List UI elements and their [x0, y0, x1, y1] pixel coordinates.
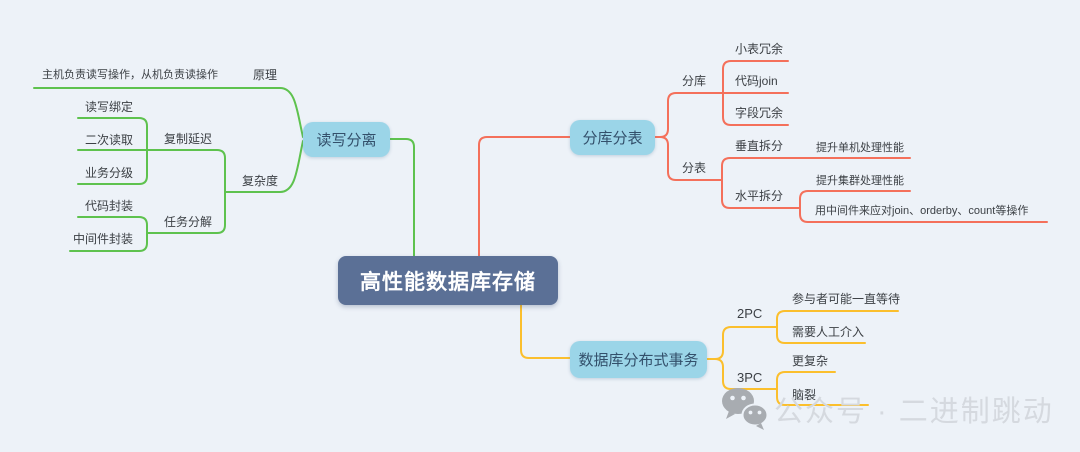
- node-middleware-ops[interactable]: 用中间件来应对join、orderby、count等操作: [815, 205, 1029, 217]
- line-fenbiao: [654, 136, 723, 181]
- node-2pc[interactable]: 2PC: [737, 306, 763, 321]
- line-gengfuza: [776, 371, 836, 390]
- line-root-to-topic-yellow: [520, 304, 571, 359]
- node-horizontal-split[interactable]: 水平拆分: [735, 189, 784, 203]
- line-3pc: [706, 358, 778, 390]
- watermark-text: 公众号 · 二进制跳动: [774, 396, 1054, 428]
- line-canyuzhe: [776, 310, 899, 328]
- line-2pc: [706, 326, 778, 360]
- line-tishengjiqun: [799, 190, 911, 209]
- node-code-join[interactable]: 代码join: [735, 74, 778, 88]
- root-node[interactable]: 高性能数据库存储: [338, 256, 558, 305]
- node-field-redundancy[interactable]: 字段冗余: [735, 106, 784, 120]
- line-zhongjianjianfengzhuang: [69, 232, 148, 252]
- line-yewufenji: [77, 149, 148, 185]
- line-daimafengzhuang: [77, 216, 148, 234]
- line-duxiebangding: [77, 117, 148, 151]
- line-topic-to-root-green: [389, 138, 415, 257]
- node-manual-intervention[interactable]: 需要人工介入: [792, 325, 865, 339]
- node-principle[interactable]: 原理: [253, 68, 278, 82]
- node-fenbiao[interactable]: 分表: [682, 161, 707, 175]
- node-more-complex[interactable]: 更复杂: [792, 354, 829, 368]
- node-small-table-redundancy[interactable]: 小表冗余: [735, 42, 784, 56]
- node-3pc[interactable]: 3PC: [737, 370, 763, 385]
- node-read-write-binding[interactable]: 读写绑定: [85, 100, 134, 114]
- node-business-grading[interactable]: 业务分级: [85, 166, 134, 180]
- node-participant-wait[interactable]: 参与者可能一直等待: [792, 292, 901, 306]
- node-split-brain[interactable]: 脑裂: [792, 388, 817, 402]
- line-ziduanrongyu: [722, 92, 789, 126]
- node-middleware-encapsulation[interactable]: 中间件封装: [73, 232, 134, 246]
- wechat-icon: [722, 388, 769, 430]
- line-chuizhichaifen: [721, 157, 911, 181]
- node-complexity[interactable]: 复杂度: [242, 174, 279, 188]
- line-root-to-topic-red: [478, 136, 571, 257]
- topic-sharding[interactable]: 分库分表: [570, 120, 655, 155]
- node-code-encapsulation[interactable]: 代码封装: [85, 199, 134, 213]
- node-vertical-split[interactable]: 垂直拆分: [735, 139, 784, 153]
- topic-read-write-split[interactable]: 读写分离: [303, 122, 390, 157]
- node-principle-detail[interactable]: 主机负责读写操作，从机负责读操作: [42, 69, 218, 81]
- node-second-read[interactable]: 二次读取: [85, 133, 134, 147]
- node-replication-delay[interactable]: 复制延迟: [164, 132, 213, 146]
- line-replication-delay: [146, 149, 226, 193]
- node-fenku[interactable]: 分库: [682, 74, 707, 88]
- line-yongzhongjianjian: [799, 207, 1048, 223]
- line-task-decompose: [146, 191, 226, 234]
- line-complexity: [224, 140, 304, 193]
- topic-distributed-tx[interactable]: 数据库分布式事务: [570, 341, 707, 378]
- line-naolie: [776, 388, 869, 406]
- line-xuyaorengong: [776, 326, 866, 344]
- line-principle: [33, 87, 304, 138]
- watermark: 公众号 · 二进制跳动: [720, 386, 1054, 432]
- node-vertical-benefit[interactable]: 提升单机处理性能: [816, 142, 904, 154]
- node-cluster-benefit[interactable]: 提升集群处理性能: [816, 175, 904, 187]
- line-shuipingchaifen: [721, 179, 801, 209]
- line-fenku: [654, 92, 724, 138]
- node-task-decompose[interactable]: 任务分解: [164, 215, 213, 229]
- line-xiaobiaorongyu: [722, 60, 789, 94]
